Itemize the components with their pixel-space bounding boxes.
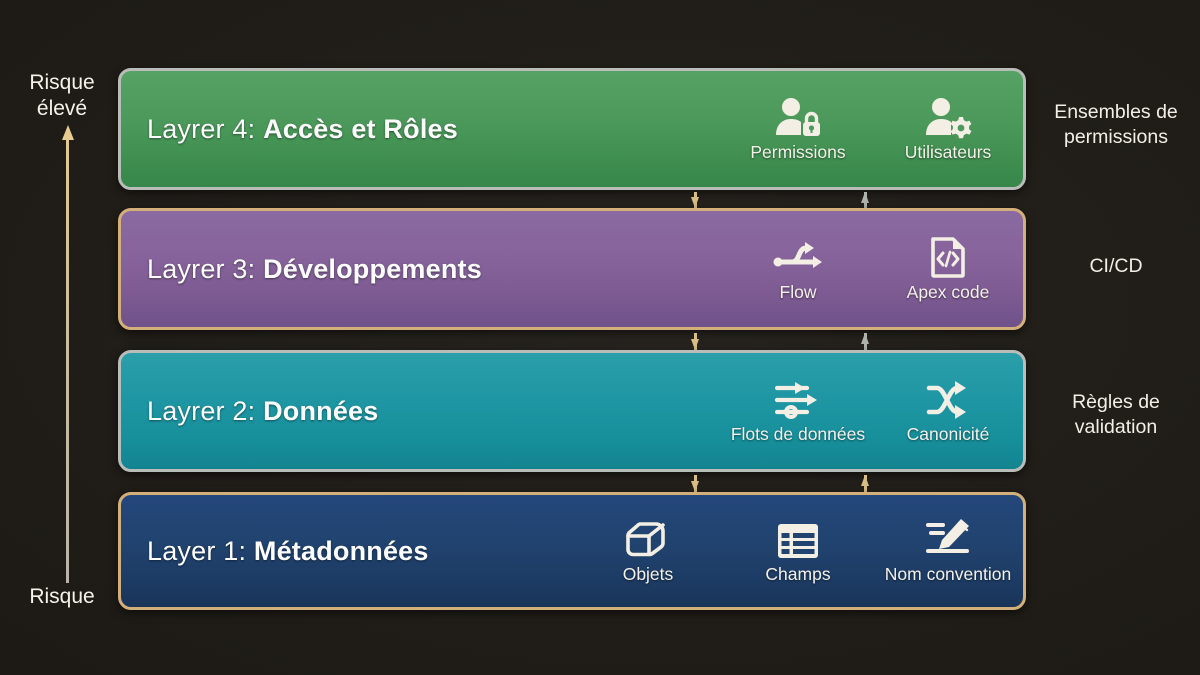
layer-2-title: Layrer 2: Données <box>147 396 379 427</box>
layer-1-title: Layer 1: Métadonnées <box>147 536 429 567</box>
shuffle-icon <box>924 377 972 421</box>
layer-1-name: Métadonnées <box>253 535 429 566</box>
layer-4-item-permissions[interactable]: Permissions <box>723 95 873 163</box>
side-note-permissions-line2: permissions <box>1063 126 1169 148</box>
connector-up-2-to-3 <box>861 333 870 350</box>
layer-1-item-champs[interactable]: Champs <box>723 517 873 585</box>
risk-axis-top-label-line2: élevé <box>36 97 88 120</box>
layer-1-item-objets-label: Objets <box>622 564 674 584</box>
layer-2-item-canonicite[interactable]: Canonicité <box>873 377 1023 445</box>
connector-arrowhead <box>691 197 699 208</box>
layer-4-item-utilisateurs-label: Utilisateurs <box>904 142 992 162</box>
layer-3-name: Développements <box>263 253 482 284</box>
layer-2-item-flots-de-donnees[interactable]: Flots de données <box>723 377 873 445</box>
connector-down-2-to-1 <box>691 475 700 492</box>
risk-axis-bottom-label: Risque <box>29 585 95 608</box>
layer-box-1[interactable]: Layer 1: Métadonnées Objets <box>118 492 1026 610</box>
layer-3-item-flow[interactable]: Flow <box>723 235 873 303</box>
layer-box-4[interactable]: Layrer 4: Accès et Rôles Permissions <box>118 68 1026 190</box>
connector-down-4-to-3 <box>691 192 700 208</box>
connector-arrowhead <box>861 333 869 344</box>
connector-down-3-to-2 <box>691 333 700 350</box>
risk-axis: Risque élevé Risque <box>0 0 120 675</box>
risk-axis-top-label-line1: Risque <box>29 71 95 94</box>
layer-3-title: Layrer 3: Développements <box>147 254 482 285</box>
layer-1-item-nom-convention[interactable]: Nom convention <box>873 517 1023 585</box>
layer-4-icons: Permissions Utilisateurs <box>723 71 1023 187</box>
connector-arrowhead <box>691 339 699 350</box>
layer-2-name: Données <box>263 395 379 426</box>
layer-4-item-permissions-label: Permissions <box>750 142 846 162</box>
layer-1-item-objets[interactable]: Objets <box>573 517 723 585</box>
layer-2-icons: Flots de données Canonicité <box>723 353 1023 469</box>
risk-axis-top-label: Risque élevé <box>14 70 110 122</box>
user-lock-icon <box>772 95 824 139</box>
layer-3-item-apex-code-label: Apex code <box>906 282 990 302</box>
layer-4-title: Layrer 4: Accès et Rôles <box>147 114 458 145</box>
layer-1-prefix: Layer 1: <box>147 535 254 566</box>
layer-4-item-utilisateurs[interactable]: Utilisateurs <box>873 95 1023 163</box>
side-note-validation: Règles de validation <box>1036 390 1196 440</box>
side-note-cicd: CI/CD <box>1089 255 1143 277</box>
connector-up-3-to-4 <box>861 192 870 208</box>
connector-arrowhead <box>861 192 869 203</box>
risk-axis-arrow-icon <box>62 125 74 583</box>
side-note-permissions-line1: Ensembles de <box>1054 101 1178 123</box>
layer-3-item-apex-code[interactable]: Apex code <box>873 235 1023 303</box>
layer-box-3[interactable]: Layrer 3: Développements Flow <box>118 208 1026 330</box>
connector-arrowhead <box>861 475 869 486</box>
connector-up-1-to-2 <box>861 475 870 492</box>
cube-icon <box>625 517 671 561</box>
connector-arrowhead <box>691 481 699 492</box>
risk-arrow-shaft <box>66 138 69 583</box>
layer-2-item-flots-de-donnees-label: Flots de données <box>730 424 866 444</box>
layer-3-item-flow-label: Flow <box>779 282 817 302</box>
pencil-edit-icon <box>923 517 973 561</box>
layer-4-prefix: Layrer 4: <box>147 113 264 144</box>
layer-2-prefix: Layrer 2: <box>147 395 264 426</box>
side-note-permissions: Ensembles de permissions <box>1036 100 1196 150</box>
layer-4-name: Accès et Rôles <box>263 113 458 144</box>
layer-2-item-canonicite-label: Canonicité <box>906 424 990 444</box>
side-note-validation-line1: Règles de <box>1072 391 1160 413</box>
layer-3-icons: Flow Apex code <box>723 211 1023 327</box>
table-grid-icon <box>775 517 821 561</box>
code-file-icon <box>927 235 969 279</box>
data-flow-sliders-icon <box>771 377 825 421</box>
layer-1-icons: Objets Champs <box>573 495 1023 607</box>
risk-arrow-head <box>62 125 74 140</box>
flow-branch-icon <box>772 235 824 279</box>
layer-1-item-champs-label: Champs <box>765 564 831 584</box>
layer-3-prefix: Layrer 3: <box>147 253 264 284</box>
layer-1-item-nom-convention-label: Nom convention <box>884 564 1012 584</box>
side-note-validation-line2: validation <box>1074 416 1158 438</box>
user-gear-icon <box>922 95 974 139</box>
layer-box-2[interactable]: Layrer 2: Données Flots de données <box>118 350 1026 472</box>
